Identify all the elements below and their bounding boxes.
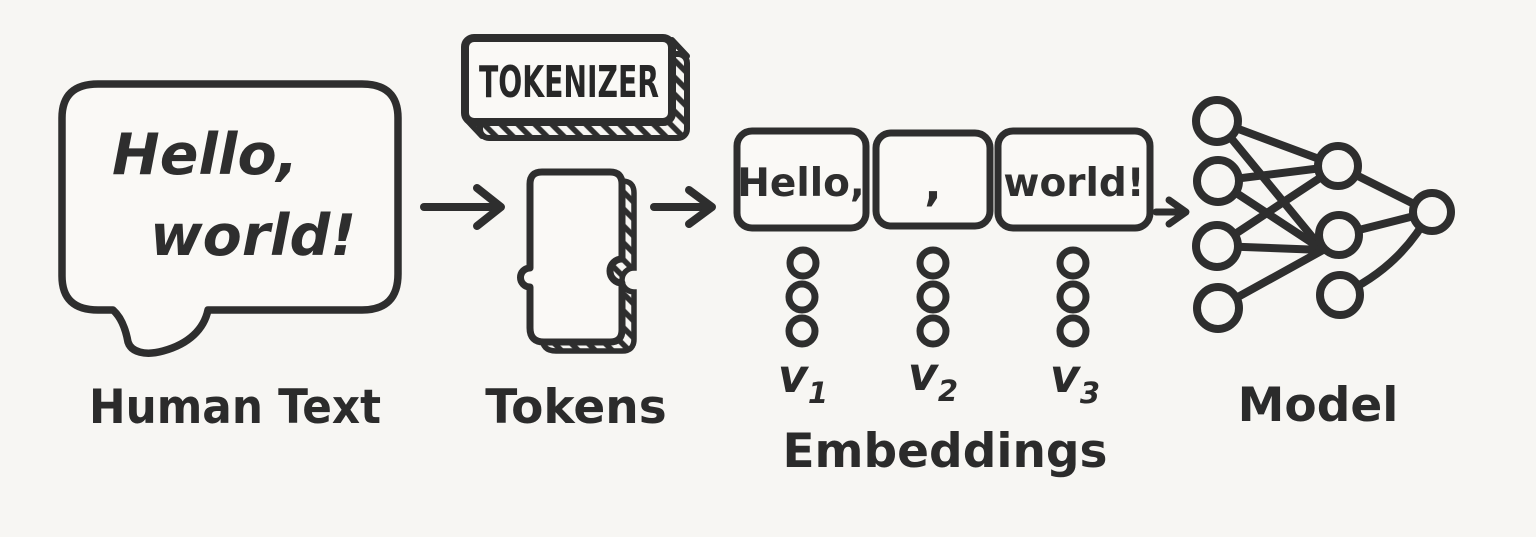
model-label: Model — [1238, 378, 1399, 433]
token-box — [733, 127, 870, 232]
hidden-node — [1315, 211, 1363, 259]
human-text-label: Human Text — [89, 380, 381, 435]
arrow-icon — [420, 184, 505, 230]
hidden-node — [1316, 271, 1364, 319]
token-box-text: , — [924, 157, 941, 211]
vector-label: v3 — [1050, 349, 1100, 410]
input-node — [1193, 156, 1243, 206]
embedding-vector-dots — [785, 246, 1090, 348]
tokenizer-stage: TOKENIZER Tokens — [461, 34, 690, 435]
tokenizer-box — [461, 34, 676, 126]
vector-label: v2 — [908, 347, 958, 408]
bubble-text-line1: Hello, — [112, 122, 298, 188]
tokens-label: Tokens — [485, 380, 666, 435]
token-box-text: world! — [1003, 161, 1144, 206]
input-node — [1192, 221, 1242, 271]
neural-network-nodes — [1192, 96, 1455, 333]
output-node — [1409, 189, 1455, 235]
arrow-icon — [1152, 196, 1190, 228]
hidden-node — [1314, 142, 1362, 190]
speech-bubble-icon — [58, 80, 402, 357]
embeddings-stage: Hello, , world! v1 v2 v3 Embeddings — [733, 127, 1154, 479]
token-piece-icon — [517, 168, 626, 346]
token-box — [994, 127, 1154, 232]
input-node — [1192, 96, 1242, 146]
input-node — [1193, 283, 1243, 333]
embeddings-label: Embeddings — [782, 424, 1107, 479]
arrow-icon — [650, 186, 716, 228]
human-text-stage: Hello, world! Human Text — [58, 80, 402, 435]
vector-label: v1 — [778, 349, 828, 410]
bubble-text-line2: world! — [150, 203, 356, 269]
model-stage: Model — [1192, 96, 1455, 433]
token-box — [872, 129, 994, 230]
tokenizer-label: TOKENIZER — [479, 57, 659, 108]
token-box-text: Hello, — [737, 161, 864, 206]
